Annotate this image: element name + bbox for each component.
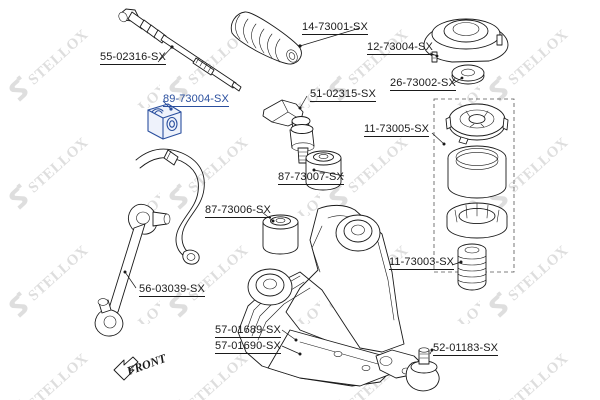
part-14-73001-SX-steering-boot <box>230 11 361 65</box>
label-12-73004-SX[interactable]: 12-73004-SX <box>367 41 433 55</box>
part-12-73004-SX-strut-mount <box>423 18 509 63</box>
part-56-03039-SX-stabilizer-link <box>94 203 171 337</box>
label-11-73003-SX[interactable]: 11-73003-SX <box>389 256 455 270</box>
label-55-02316-SX[interactable]: 55-02316-SX <box>100 51 166 65</box>
part-stabilizer-bar <box>135 148 205 265</box>
part-52-01183-SX-ball-joint <box>375 347 440 392</box>
part-87-73007-SX-bushing <box>305 150 345 191</box>
label-56-03039-SX[interactable]: 56-03039-SX <box>139 283 205 297</box>
label-51-02315-SX[interactable]: 51-02315-SX <box>310 88 376 102</box>
label-26-73002-SX[interactable]: 26-73002-SX <box>390 77 456 91</box>
front-marker-label: FRONT <box>124 350 168 379</box>
part-87-73006-SX-bushing <box>261 211 299 255</box>
part-26-73002-SX-bearing-washer <box>451 64 485 85</box>
label-11-73005-SX[interactable]: 11-73005-SX <box>364 123 430 137</box>
label-52-01183-SX[interactable]: 52-01183-SX <box>433 342 499 356</box>
label-87-73006-SX[interactable]: 87-73006-SX <box>205 204 271 218</box>
part-11-73003-SX-bump-stop <box>451 243 487 291</box>
label-57-01690-SX[interactable]: 57-01690-SX <box>215 340 281 354</box>
front-direction-arrow <box>113 356 139 381</box>
label-57-01689-SX[interactable]: 57-01689-SX <box>215 324 281 338</box>
label-14-73001-SX[interactable]: 14-73001-SX <box>302 21 368 35</box>
part-11-73005-SX-strut-support-kit <box>431 103 509 239</box>
part-57-0168990-SX-control-arm <box>237 204 405 387</box>
label-87-73007-SX[interactable]: 87-73007-SX <box>278 171 344 185</box>
label-89-73004-SX[interactable]: 89-73004-SX <box>163 93 229 107</box>
part-89-73004-SX-stabilizer-bushing <box>147 100 182 140</box>
part-55-02316-SX-tie-rod <box>118 8 242 92</box>
